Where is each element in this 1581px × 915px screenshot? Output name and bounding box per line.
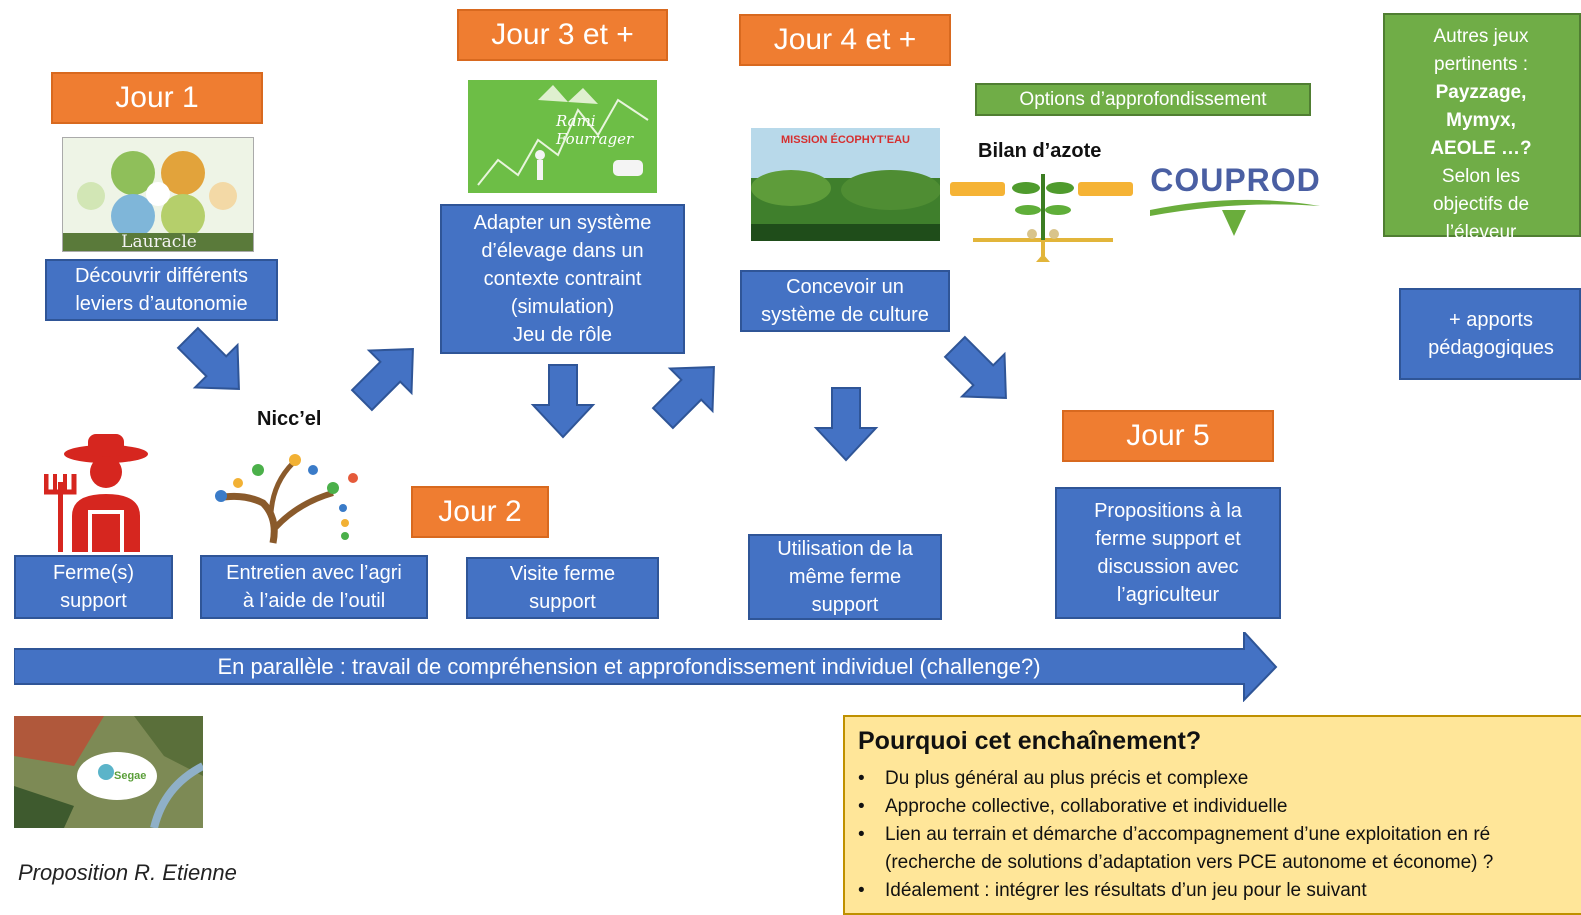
day-1-description: Découvrir différents leviers d’autonomie [45,259,278,321]
day-5-header: Jour 5 [1062,410,1274,462]
lauracle-game-image: Lauracle [62,137,254,252]
couprod-logo: COUPROD [1148,162,1323,242]
rami-fourrager-logo-text: Rami Fourrager [556,112,634,148]
bilan-azote-image [948,166,1138,266]
other-games-aeole: AEOLE …? [1430,138,1532,159]
rami-fourrager-image: Rami Fourrager [468,80,657,193]
why-item: •Idéalement : intégrer les résultats d’u… [858,880,1367,901]
why-title: Pourquoi cet enchaînement? [858,727,1202,755]
farm-visit-box: Visite ferme support [466,557,659,619]
why-list: •Du plus général au plus précis et compl… [858,765,1581,905]
pedagogical-extras-box: + apports pédagogiques [1399,288,1581,380]
other-games-mymyx: Mymyx, [1446,110,1516,131]
day-4-description: Concevoir un système de culture [740,270,950,332]
parallel-work-arrow: En parallèle : travail de compréhension … [14,632,1278,702]
parallel-work-text: En parallèle : travail de compréhension … [217,654,1041,679]
day-3-description: Adapter un système d’élevage dans un con… [440,204,685,354]
support-farm-box: Ferme(s) support [14,555,173,619]
author-credit: Proposition R. Etienne [18,860,237,885]
other-games-line-3: Selon les [1441,166,1521,187]
other-games-box: Autres jeux pertinents : Payzzage, Mymyx… [1383,13,1581,243]
ecophyteau-image: MISSION ÉCOPHYT’EAU [751,128,940,241]
why-item: •Approche collective, collaborative et i… [858,796,1288,817]
day-5-description: Propositions à la ferme support et discu… [1055,487,1281,619]
arrow-day4-down [815,387,877,461]
pedagogical-extras-text: + apports pédagogiques [1428,309,1554,359]
why-item: •Du plus général au plus précis et compl… [858,768,1249,789]
arrow-to-day4 [640,344,737,441]
day-2-header: Jour 2 [411,486,549,538]
other-games-line-4: objectifs de [1432,194,1530,215]
farmer-interview-box: Entretien avec l’agri à l’aide de l’outi… [200,555,428,619]
same-farm-box: Utilisation de la même ferme support [748,534,942,620]
arrow-day1-to-interview [165,315,262,412]
other-games-payzzage: Payzzage, [1435,82,1527,103]
segae-aerial-image: Segae [14,716,203,828]
niccel-title: Nicc’el [257,408,322,430]
other-games-line-2: pertinents : [1434,54,1528,75]
day-1-header: Jour 1 [51,72,263,124]
couprod-logo-text: COUPROD [1150,162,1321,198]
day-3-header: Jour 3 et + [457,9,668,61]
lauracle-logo-text: Lauracle [63,233,253,251]
ecophyteau-logo-text: MISSION ÉCOPHYT’EAU [781,134,910,146]
other-games-line-1: Autres jeux [1433,26,1529,47]
why-sequence-box: Pourquoi cet enchaînement? •Du plus géné… [843,715,1581,915]
bilan-azote-title: Bilan d’azote [978,140,1102,162]
options-label: Options d’approfondissement [975,83,1311,116]
arrow-day4-to-day5 [932,324,1029,421]
why-item: •Lien au terrain et démarche d’accompagn… [858,824,1491,845]
farmer-icon [44,430,156,552]
other-games-line-5: l’éleveur [1445,222,1517,243]
arrow-day3-down [532,364,594,438]
niccel-tree-image [203,448,383,546]
why-item-continued: (recherche de solutions d’adaptation ver… [885,852,1494,873]
day-4-header: Jour 4 et + [739,14,951,66]
arrow-interview-to-day3 [339,326,436,423]
segae-logo-text: Segae [114,770,147,782]
